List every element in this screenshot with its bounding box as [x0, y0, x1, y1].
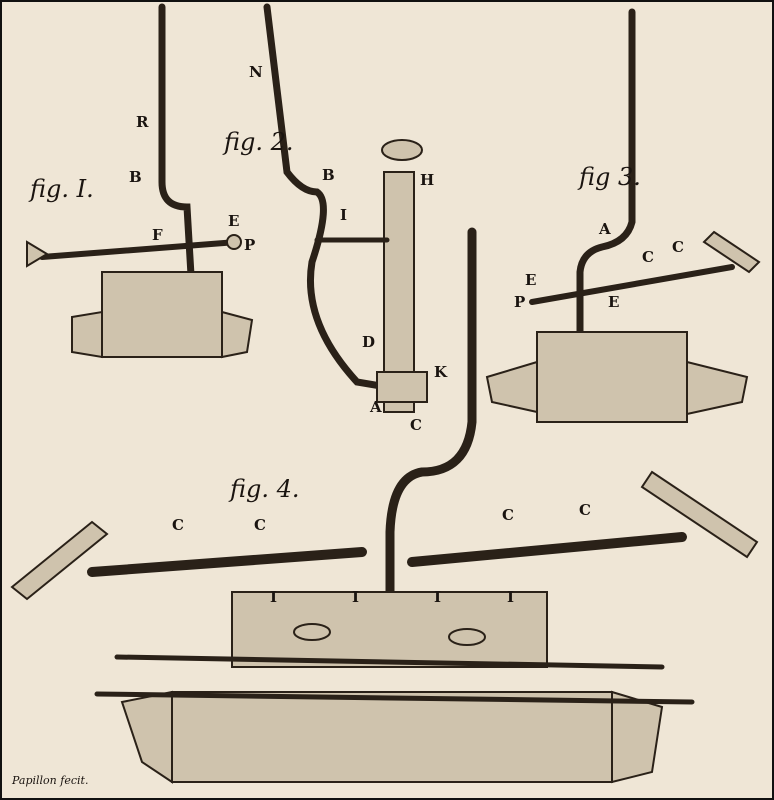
fig3-apparatus	[485, 8, 761, 423]
label: C	[172, 516, 184, 534]
label: I	[507, 588, 514, 606]
fig1-box	[101, 271, 223, 358]
label: C	[254, 516, 266, 534]
fig2-apparatus	[263, 3, 428, 413]
label: A	[369, 398, 382, 416]
label: B	[129, 168, 142, 186]
label: C	[579, 501, 591, 519]
fig2-title: fig. 2.	[222, 128, 294, 156]
label: C	[502, 506, 514, 524]
fig4-title: fig. 4.	[228, 475, 300, 503]
label: H	[420, 171, 434, 189]
label: C	[410, 416, 422, 434]
fig1-apparatus	[26, 3, 254, 359]
fig1-title: fig. I.	[28, 175, 94, 203]
label: R	[136, 113, 149, 131]
engraver-signature: Papillon fecit.	[11, 774, 88, 787]
label: C	[672, 238, 684, 256]
label: P	[514, 293, 525, 311]
label: C	[642, 248, 654, 266]
label: K	[434, 363, 448, 381]
label: A	[598, 220, 611, 238]
label: P	[244, 236, 255, 254]
fig4-apparatus	[10, 227, 759, 784]
label: D	[362, 333, 375, 351]
label: N	[249, 63, 263, 81]
label: B	[322, 166, 335, 184]
fig3-title: fig 3.	[577, 163, 641, 191]
label: I	[270, 588, 277, 606]
label: E	[608, 293, 619, 311]
label: I	[352, 588, 359, 606]
label: I	[340, 206, 347, 224]
label: E	[228, 212, 239, 230]
label: I	[434, 588, 441, 606]
label: F	[152, 226, 163, 244]
label: E	[525, 271, 536, 289]
